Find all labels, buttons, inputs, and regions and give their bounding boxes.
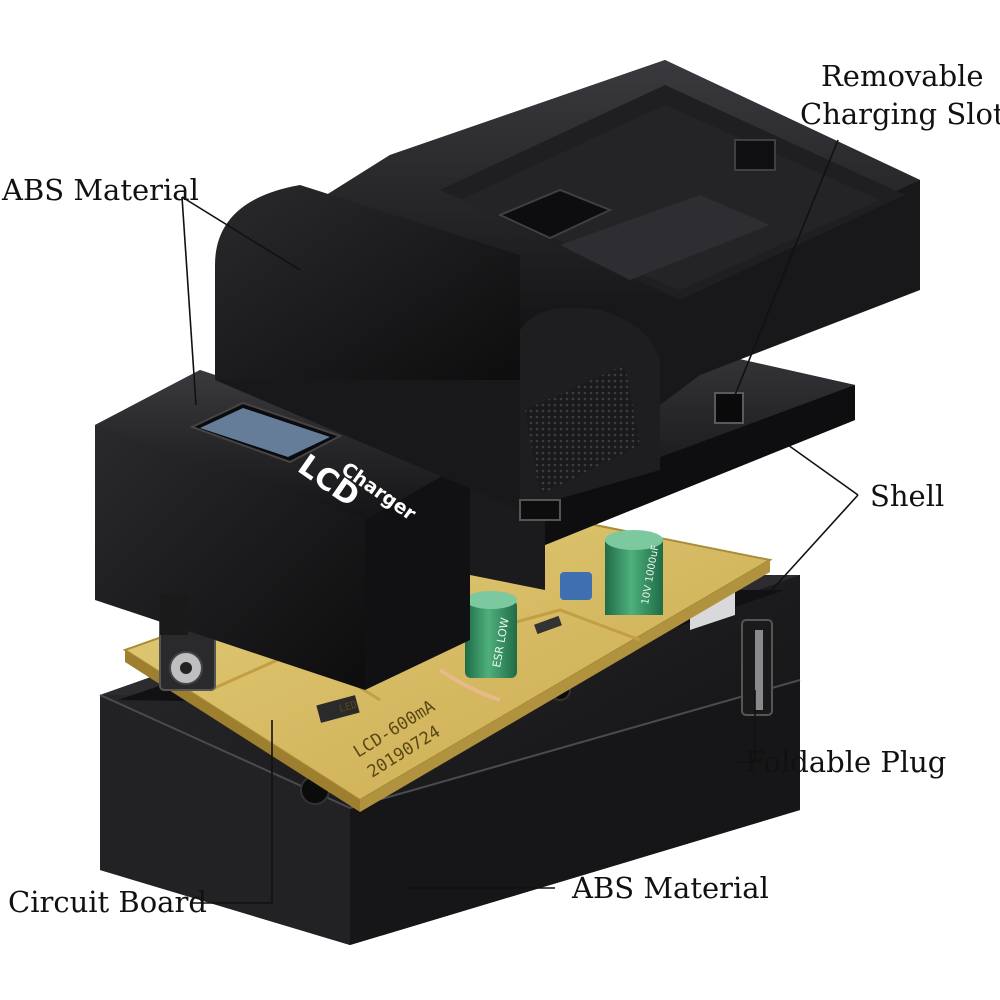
callout-circuit-board: Circuit Board <box>8 885 207 919</box>
leader-abs-top-a <box>181 196 301 271</box>
callout-removable-line1: Removable <box>820 59 984 93</box>
removable-charging-slot <box>215 60 920 521</box>
capacitor-2: 10V 1000uF <box>605 530 663 615</box>
callout-shell: Shell <box>870 479 945 513</box>
vent-grille <box>525 365 640 495</box>
callout-foldable-plug: Foldable Plug <box>745 745 947 779</box>
callout-abs-material-bottom: ABS Material <box>572 871 769 905</box>
leader-shell-a <box>759 424 859 496</box>
leader-shell-b <box>769 494 859 593</box>
callout-abs-material-top: ABS Material <box>2 173 199 207</box>
callout-removable-line2: Charging Slot <box>800 97 1000 131</box>
pcb-led-label: LED <box>338 700 358 715</box>
capacitor-1: ESR LOW <box>465 591 517 678</box>
leader-lines <box>181 139 859 904</box>
lcd-charger-block: LCD Charger <box>95 370 470 690</box>
leader-abs-top-b <box>181 196 197 406</box>
callout-removable-charging-slot: Removable Charging Slot <box>800 57 1000 133</box>
leader-circuit-board <box>192 720 273 904</box>
leader-foldable-plug <box>738 690 756 763</box>
lcd-screen <box>200 408 330 457</box>
leader-removable-slot <box>734 139 839 396</box>
